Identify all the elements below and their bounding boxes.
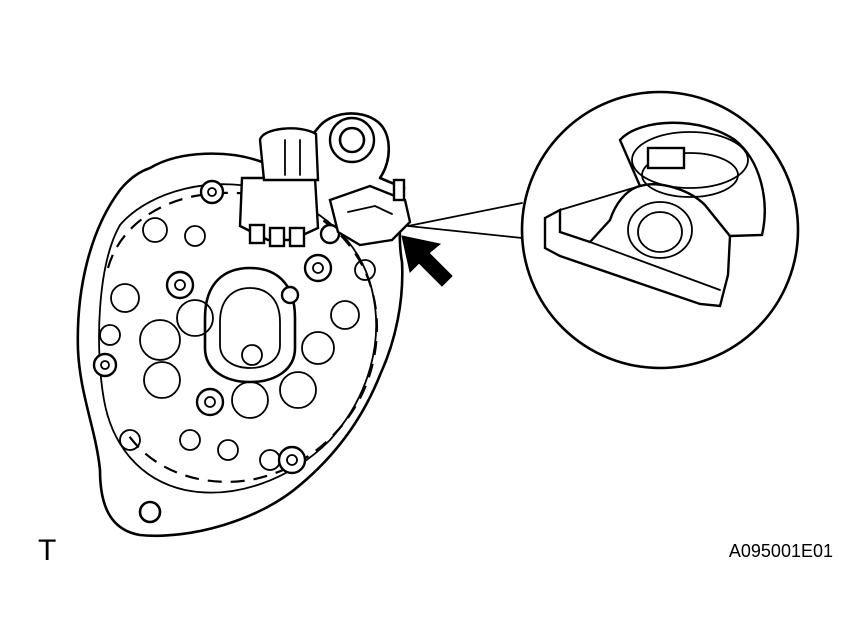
view-code-label: T bbox=[38, 534, 57, 567]
connector-housing bbox=[238, 127, 320, 248]
detail-circle bbox=[520, 90, 800, 370]
mounting-hole bbox=[138, 500, 162, 524]
pointer-arrow bbox=[401, 235, 453, 287]
vent-holes bbox=[99, 217, 376, 471]
terminal-stud bbox=[328, 178, 412, 247]
nut-bolts bbox=[92, 179, 341, 475]
alternator-illustration bbox=[76, 112, 412, 537]
mounting-ear-hole bbox=[338, 126, 366, 154]
figure-id-label: A095001E01 bbox=[728, 541, 833, 561]
detail-view bbox=[520, 90, 800, 370]
cover-outline bbox=[106, 191, 378, 483]
central-boss bbox=[203, 266, 297, 384]
callout-leader bbox=[407, 202, 523, 239]
alternator-housing bbox=[76, 112, 406, 537]
mounting-ear bbox=[328, 116, 376, 164]
central-boss-inner bbox=[219, 287, 281, 369]
